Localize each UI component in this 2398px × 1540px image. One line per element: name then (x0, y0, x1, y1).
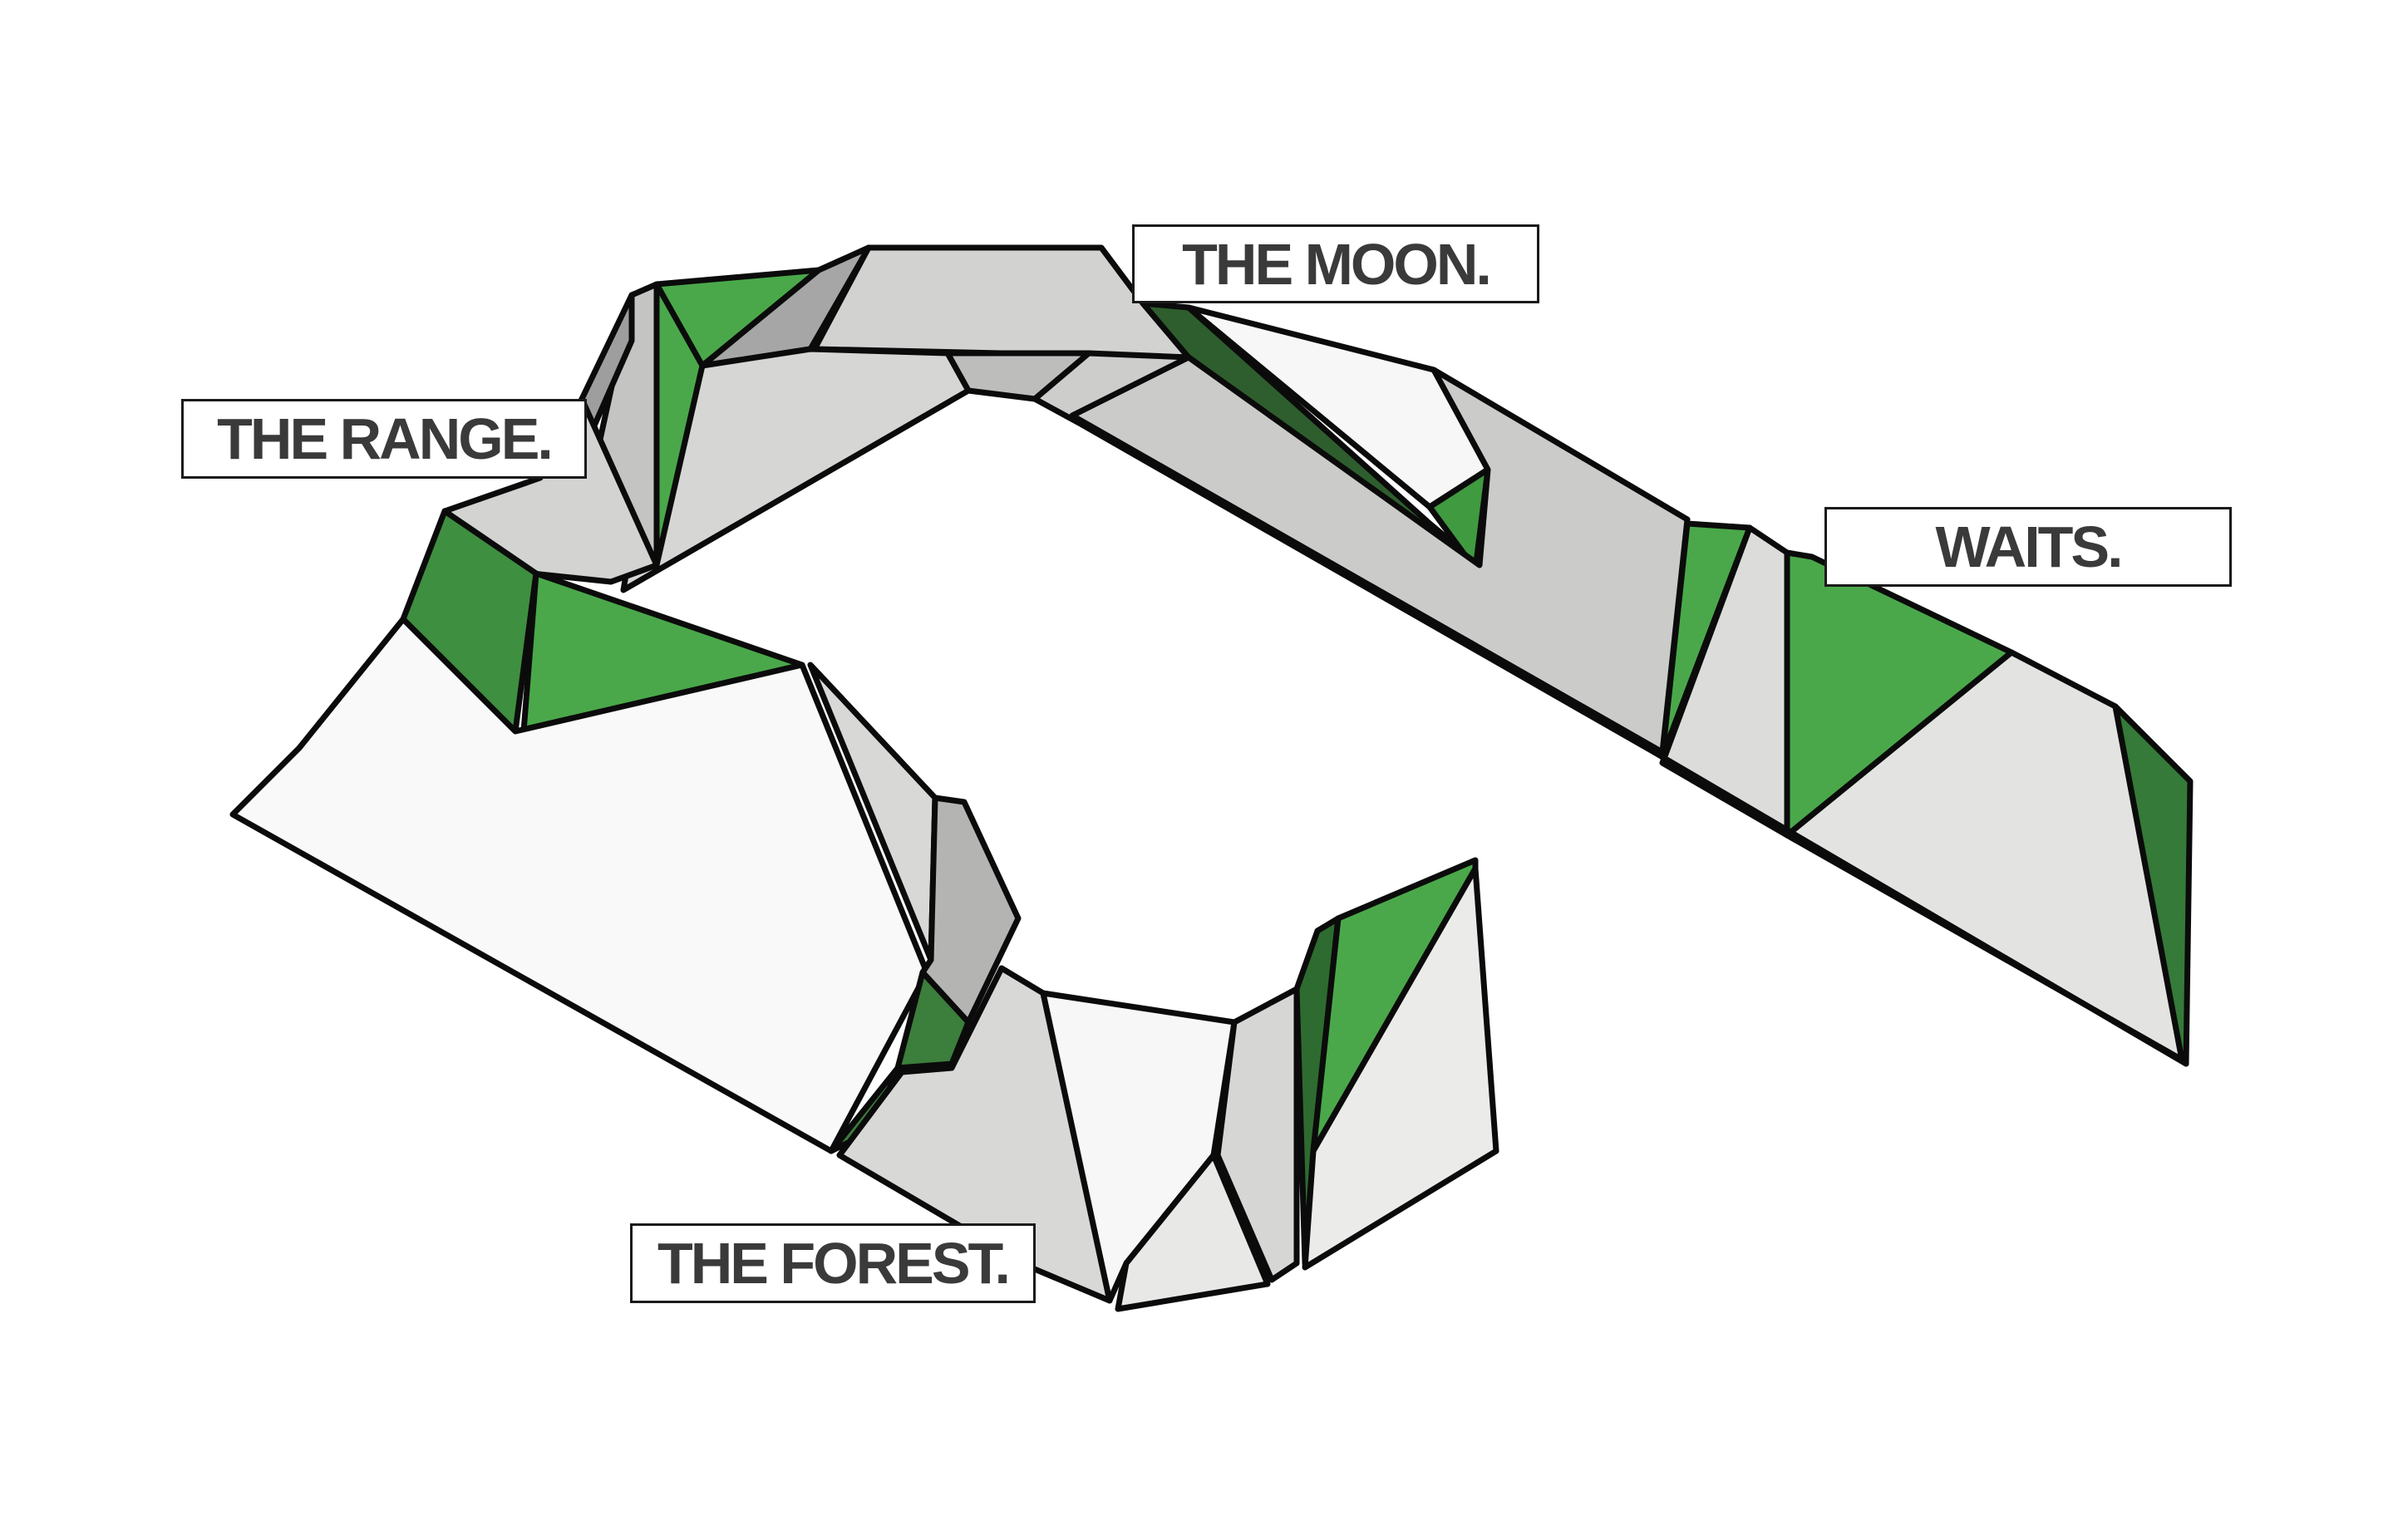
back-right-base (1651, 749, 2189, 1067)
label-the-moon-text: THE MOON. (1182, 231, 1492, 297)
label-the-range-text: THE RANGE. (217, 406, 554, 471)
label-the-moon: THE MOON. (1132, 224, 1539, 303)
forest-bottom-rounded (1115, 1152, 1271, 1312)
label-the-forest: THE FOREST. (630, 1223, 1036, 1303)
range-upper-green (653, 281, 706, 568)
label-waits-text: WAITS. (1935, 514, 2123, 579)
forest-bottom-face (836, 965, 1113, 1304)
label-waits: WAITS. (1824, 507, 2232, 587)
range-large-white (229, 616, 930, 1154)
label-the-range: THE RANGE. (181, 399, 587, 479)
label-the-forest-text: THE FOREST. (657, 1231, 1011, 1296)
forest-mid-grey (1214, 986, 1300, 1283)
forest-right-grey (1302, 865, 1499, 1271)
